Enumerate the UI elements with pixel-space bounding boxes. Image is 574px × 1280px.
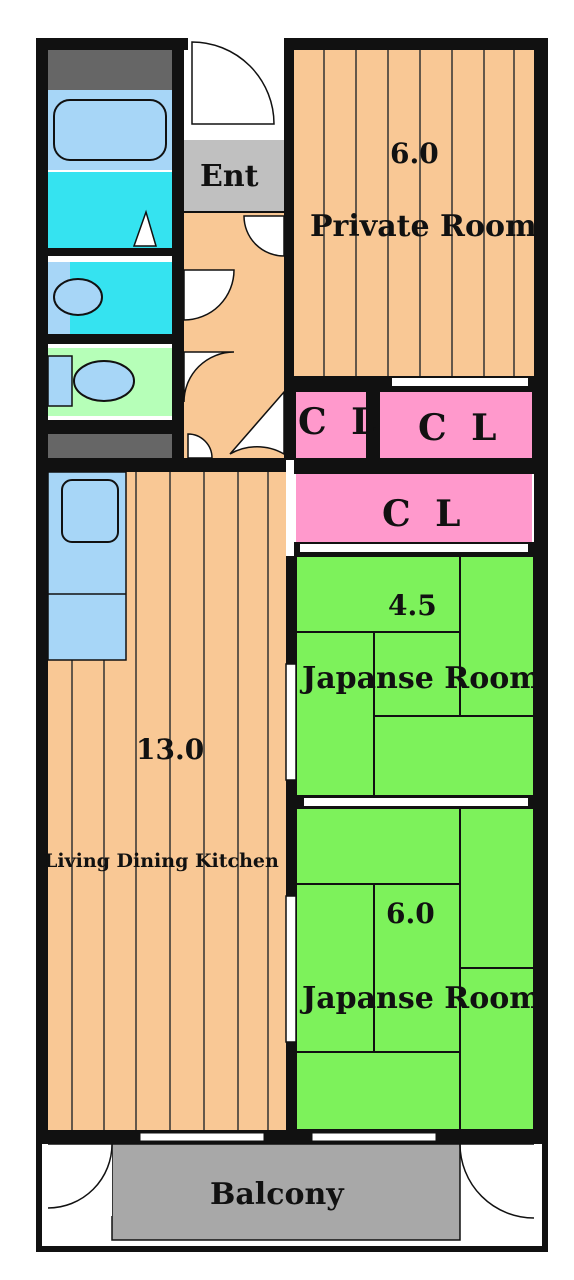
japanese-room-large-floor [285,807,535,1131]
entrance-door [191,41,275,125]
private-room-floor [294,50,534,388]
closets [294,388,534,556]
japanese-room-small-floor [285,555,535,808]
balcony-area [36,1143,548,1252]
ldk-floor [47,471,296,1144]
bathroom-area [36,50,286,472]
entrance-hall [183,50,294,460]
balcony-windows [139,1132,437,1142]
